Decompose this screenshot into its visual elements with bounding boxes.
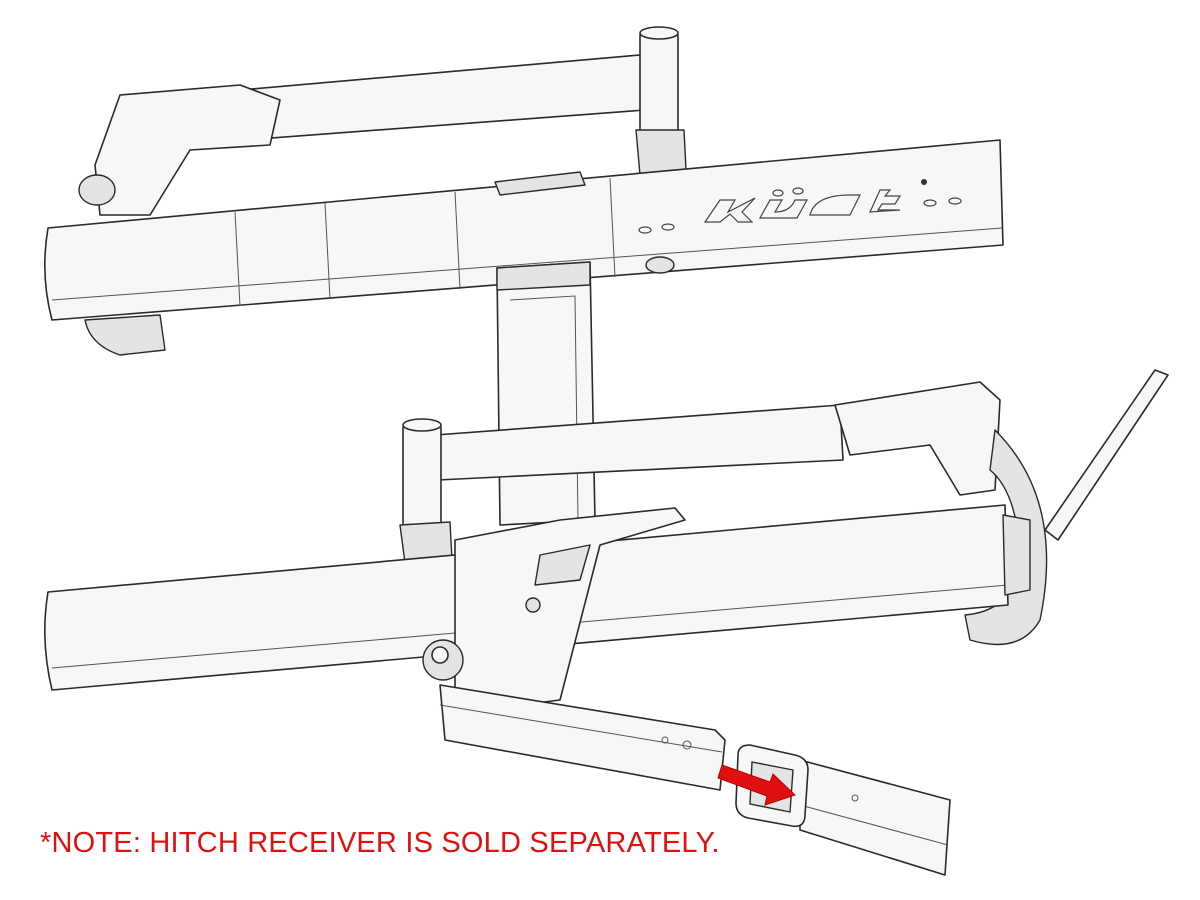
hitch-receiver [735,744,951,876]
hitch-receiver-note: *NOTE: HITCH RECEIVER IS SOLD SEPARATELY… [40,827,720,859]
red-arrow-icon [717,764,796,806]
hitch-bar [439,684,726,791]
center-mast [496,261,596,526]
hitch-clamp [422,507,686,706]
kuat-logo [638,179,962,234]
upper-wheel-arm [78,26,687,216]
upper-tray [44,139,1004,356]
lower-wheel-arm [399,369,1169,646]
